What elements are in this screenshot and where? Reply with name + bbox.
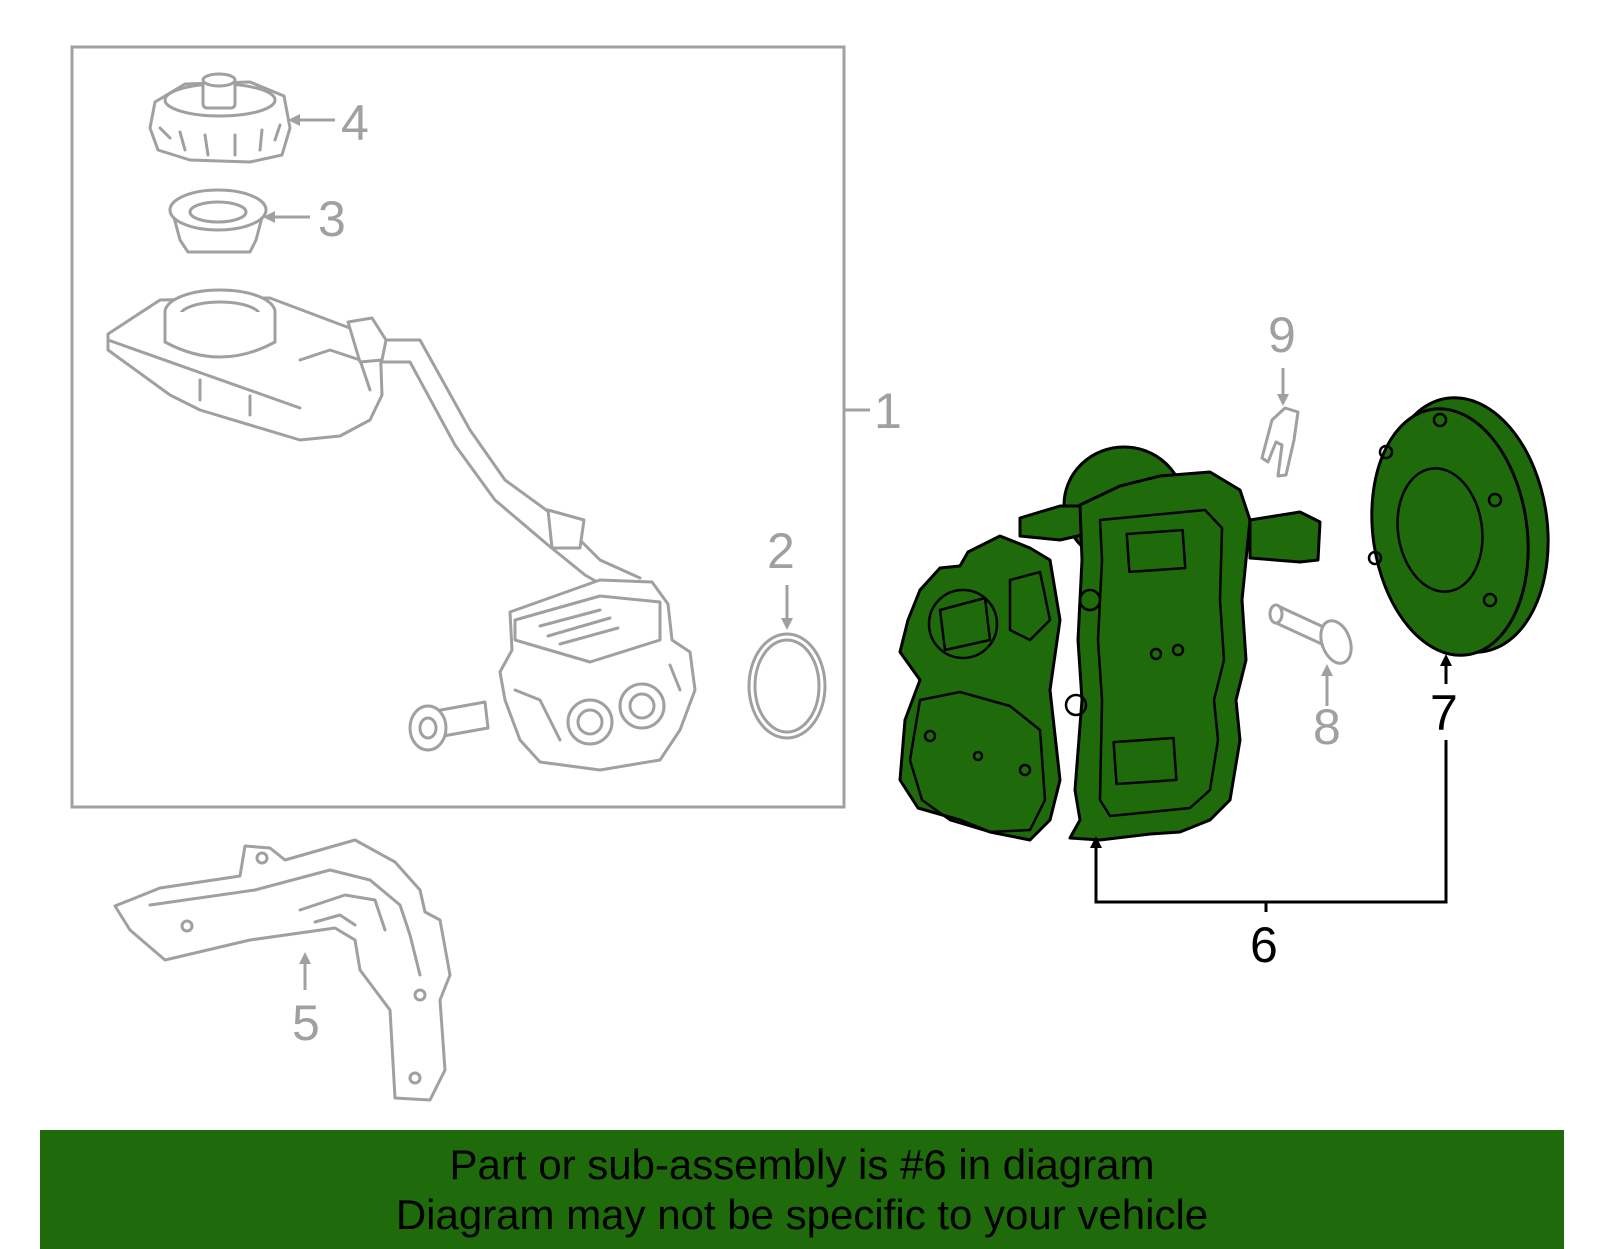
callout-9: 9 xyxy=(1268,307,1296,363)
mounting-bolt xyxy=(408,700,490,752)
banner-line-2: Diagram may not be specific to your vehi… xyxy=(395,1190,1209,1238)
info-banner: Part or sub-assembly is #6 in diagram Di… xyxy=(40,1130,1564,1249)
seal-ring-part-2 xyxy=(747,632,827,740)
master-cylinder-body xyxy=(498,578,697,772)
callout-7: 7 xyxy=(1430,685,1458,741)
strainer-part-3 xyxy=(168,188,268,254)
banner-line-1: Part or sub-assembly is #6 in diagram xyxy=(449,1140,1155,1188)
brake-booster-part-6 xyxy=(898,445,1322,842)
reservoir-cap-part-4 xyxy=(148,72,292,164)
arrowhead-6 xyxy=(1090,836,1102,848)
pin-part-8 xyxy=(1268,603,1353,665)
callout-5: 5 xyxy=(292,995,320,1051)
callout-4: 4 xyxy=(341,95,369,151)
gasket-part-7 xyxy=(1367,396,1550,657)
reservoir-and-hose xyxy=(106,288,642,597)
callout-8: 8 xyxy=(1313,699,1341,755)
callout-1: 1 xyxy=(874,383,902,439)
group-bracket-6 xyxy=(1094,740,1448,904)
assembly-box-1 xyxy=(70,45,846,809)
clip-part-9 xyxy=(1260,406,1300,478)
bracket-part-5 xyxy=(113,838,452,1102)
callout-2: 2 xyxy=(767,523,795,579)
callout-3: 3 xyxy=(318,191,346,247)
callout-6: 6 xyxy=(1250,917,1278,973)
